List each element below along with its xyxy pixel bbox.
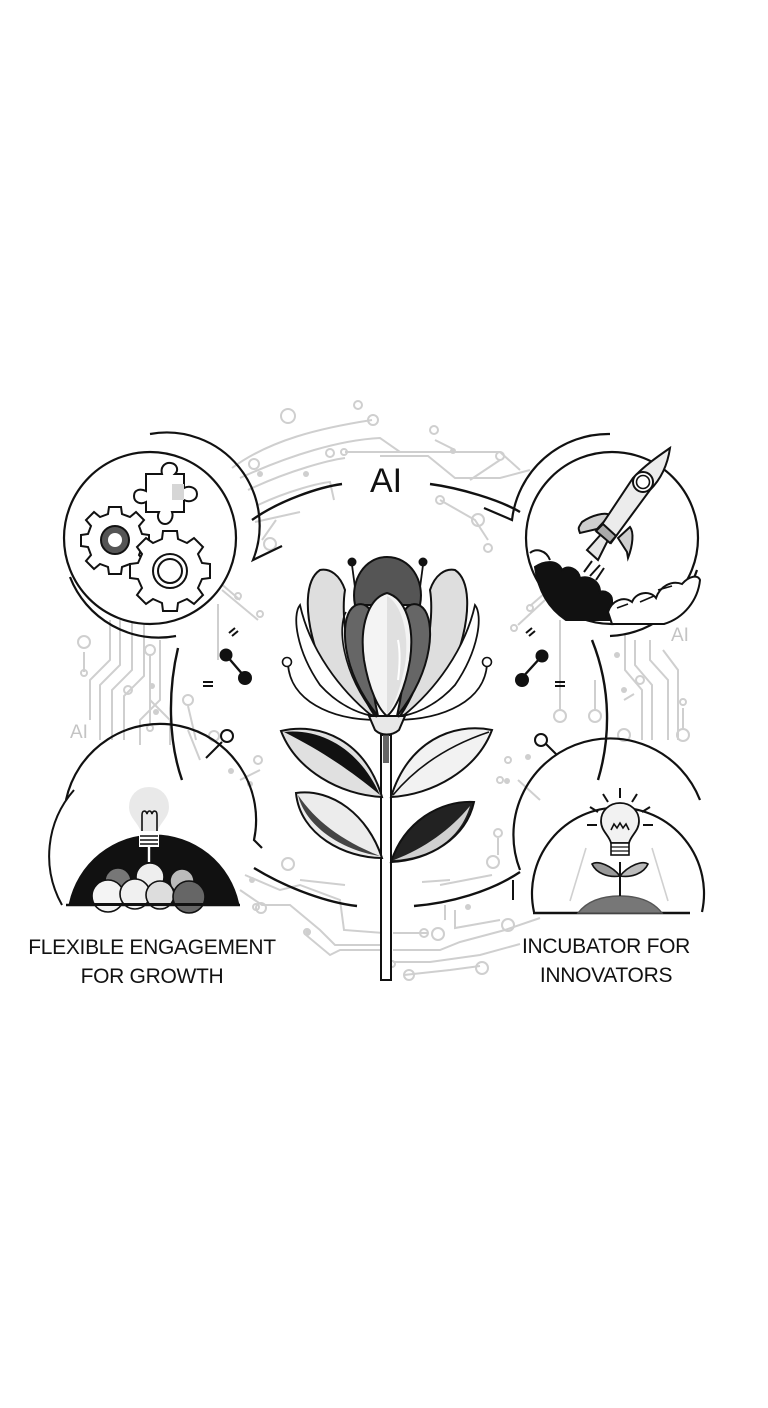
circuit-traces [77, 400, 690, 981]
node-top-right [483, 432, 702, 638]
label-incubator: INCUBATOR FOR INNOVATORS [508, 932, 704, 990]
node-top-left [62, 431, 283, 639]
molecule-icon-right [515, 627, 565, 687]
label-line: FLEXIBLE ENGAGEMENT [28, 936, 276, 959]
clouds-icon [529, 549, 702, 625]
rocket-icon [577, 445, 672, 581]
side-ai-label-right: AI [671, 625, 689, 646]
clouds-icon [86, 862, 210, 914]
gear-icon-light [129, 530, 211, 612]
label-line: FOR GROWTH [80, 965, 224, 988]
molecule-icon-left [203, 627, 252, 687]
gear-icon-dark [80, 506, 150, 575]
flower-icon [279, 555, 494, 981]
label-line: INNOVATORS [539, 964, 673, 987]
label-flexible-engagement: FLEXIBLE ENGAGEMENT FOR GROWTH [10, 933, 294, 991]
node-bottom-left [48, 722, 263, 914]
lightbulb-icon [112, 771, 186, 862]
label-line: INCUBATOR FOR [522, 935, 690, 958]
lightbulb-sprout-icon [576, 788, 664, 914]
puzzle-piece-icon [132, 461, 199, 526]
center-title: AI [369, 462, 403, 500]
node-bottom-right [512, 733, 706, 915]
side-ai-label-left: AI [70, 722, 88, 743]
